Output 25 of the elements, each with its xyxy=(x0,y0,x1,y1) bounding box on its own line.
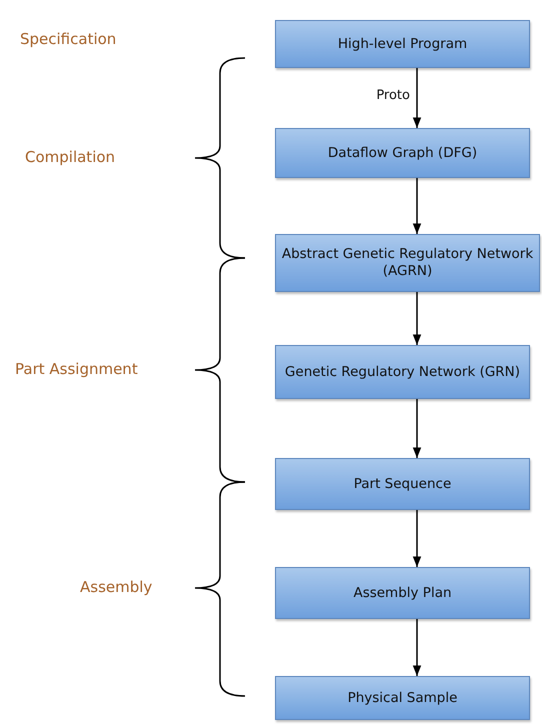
box-label: Part Sequence xyxy=(354,476,452,492)
arrow xyxy=(412,68,422,128)
process-box xyxy=(275,676,530,720)
box-label: Physical Sample xyxy=(348,690,458,706)
process-box xyxy=(275,234,540,292)
process-box xyxy=(275,20,530,68)
process-box xyxy=(275,458,530,510)
arrow xyxy=(412,619,422,676)
process-box xyxy=(275,345,530,399)
stage-label: Assembly xyxy=(80,578,152,596)
arrow xyxy=(412,292,422,345)
box-label: Assembly Plan xyxy=(353,584,452,602)
arrow xyxy=(412,399,422,458)
stage-label: Compilation xyxy=(25,148,116,166)
arrow xyxy=(412,510,422,567)
stage-label: Specification xyxy=(20,30,116,48)
box-label: High-level Program xyxy=(338,36,468,52)
box-label: Dataflow Graph (DFG) xyxy=(328,144,478,162)
box-label: Genetic Regulatory Network (GRN) xyxy=(284,364,520,380)
process-box xyxy=(275,567,530,619)
box-label: Abstract Genetic Regulatory Network (AGRN) xyxy=(280,246,534,280)
stage-label: Part Assignment xyxy=(15,360,138,378)
process-box xyxy=(275,128,530,178)
edge-label: Proto xyxy=(376,88,410,103)
arrow xyxy=(412,178,422,234)
